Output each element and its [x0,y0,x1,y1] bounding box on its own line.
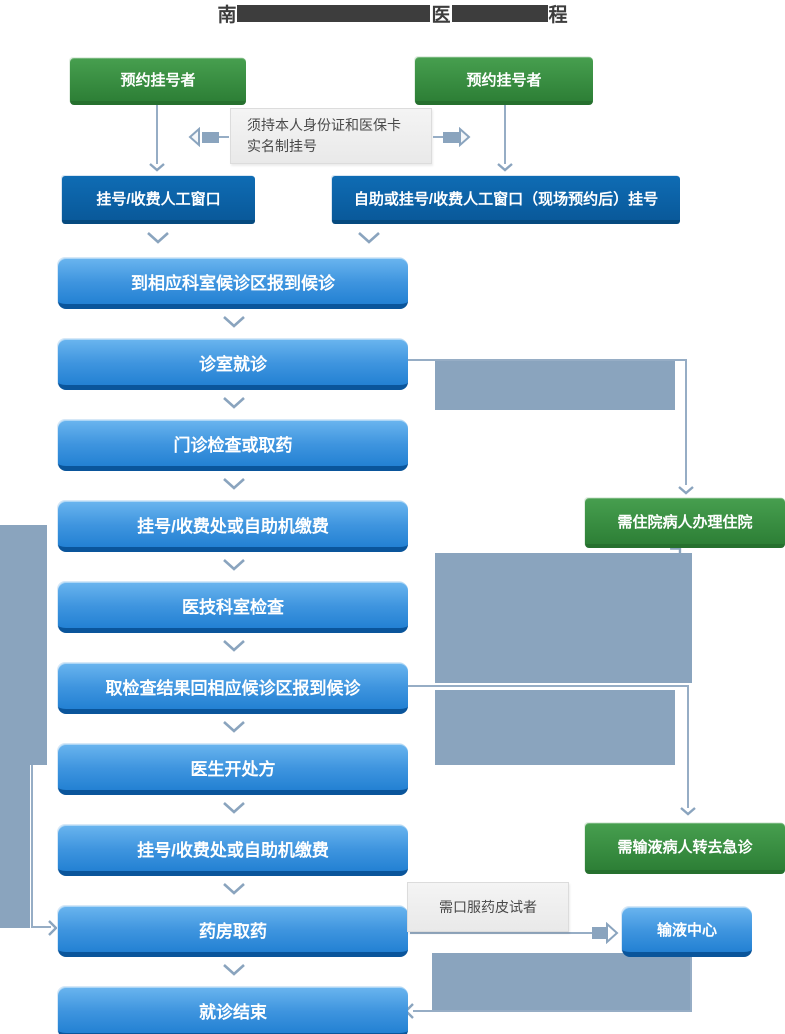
entry-right-label: 预约挂号者 [466,71,542,89]
flow-step-exam-or-medicine: 门诊检查或取药 [58,420,408,471]
slate-overlay-block [435,553,692,683]
redaction-bar [451,5,548,22]
admission-label: 需住院病人办理住院 [617,513,753,531]
oral-med-note-label: 需口服药皮试者 [439,899,537,915]
chevron-down-icon [222,882,246,896]
block-arrow-right-icon [458,127,471,147]
infusion-center-box: 输液中心 [622,907,752,957]
window-manual-label: 挂号/收费人工窗口 [96,190,221,208]
registration-note-line2: 实名制挂号 [247,138,317,154]
connector-line [31,765,33,928]
connector-line [31,926,51,928]
block-arrow-right-body [443,132,459,143]
infusion-transfer-box: 需输液病人转去急诊 [585,823,785,874]
flow-step-label: 到相应科室候诊区报到候诊 [131,273,335,293]
entry-box-reserved-left: 预约挂号者 [70,58,246,105]
chevron-down-icon [222,396,246,410]
connector-line [408,359,687,361]
block-arrow-right-body [592,927,606,939]
connector-line [413,1010,692,1012]
flow-step-label: 就诊结束 [199,1002,267,1022]
slate-overlay-block [432,953,690,1010]
connector-line [687,687,689,808]
chevron-down-icon [357,231,381,245]
arrow-down-icon [677,485,695,496]
window-box-manual: 挂号/收费人工窗口 [62,176,255,224]
slate-overlay-block [0,525,47,765]
entry-left-label: 预约挂号者 [120,72,196,89]
flow-step-return-results: 取检查结果回相应候诊区报到候诊 [58,663,408,714]
title-text-suffix: 程 [548,5,568,26]
chevron-down-icon [222,315,246,329]
flow-step-label: 诊室就诊 [199,354,267,374]
redaction-bar [237,5,431,22]
chevron-down-icon [222,558,246,572]
window-box-selfservice: 自助或挂号/收费人工窗口（现场预约后）挂号 [332,176,680,224]
chevron-down-icon [222,963,246,977]
infusion-transfer-label: 需输液病人转去急诊 [617,839,753,856]
chevron-down-icon [222,720,246,734]
connector-line [685,359,687,485]
slate-overlay-block [435,690,675,765]
block-arrow-right-icon [605,922,619,944]
flow-step-report-waiting-area: 到相应科室候诊区报到候诊 [58,258,408,309]
window-selfservice-label: 自助或挂号/收费人工窗口（现场预约后）挂号 [353,190,659,208]
chevron-down-icon [222,477,246,491]
connector-line [504,102,506,164]
title-text-mid: 医 [431,5,451,26]
connector-line [219,136,229,138]
block-arrow-left-body [202,132,219,143]
admission-box: 需住院病人办理住院 [585,498,785,548]
connector-line [433,136,443,138]
flow-step-label: 挂号/收费处或自助机缴费 [137,516,329,536]
flow-step-consultation: 诊室就诊 [58,339,408,390]
entry-box-reserved-right: 预约挂号者 [415,57,593,105]
connector-line [408,685,689,687]
connector-line [410,932,594,934]
flow-step-label: 取检查结果回相应候诊区报到候诊 [105,678,361,698]
flow-step-label: 医技科室检查 [182,597,284,617]
flow-step-end: 就诊结束 [58,987,408,1034]
slate-overlay-block [435,361,675,410]
registration-note: 须持本人身份证和医保卡 实名制挂号 [230,108,432,164]
chevron-down-icon [146,231,170,245]
flow-step-payment-1: 挂号/收费处或自助机缴费 [58,501,408,552]
block-arrow-left-icon [188,127,201,147]
slate-overlay-block [0,765,30,928]
flow-step-label: 药房取药 [199,921,267,941]
registration-note-line1: 须持本人身份证和医保卡 [247,117,401,133]
arrow-right-icon [47,919,58,937]
arrow-down-icon [679,806,697,817]
flow-step-payment-2: 挂号/收费处或自助机缴费 [58,825,408,876]
chevron-down-icon [222,801,246,815]
flow-step-medtech-exam: 医技科室检查 [58,582,408,633]
oral-med-note: 需口服药皮试者 [407,882,569,932]
arrow-down-icon [496,162,514,173]
page-title: 南 医 程 [0,0,785,27]
connector-line [690,952,692,1012]
flow-step-pharmacy: 药房取药 [58,906,408,957]
flow-step-label: 医生开处方 [190,759,276,779]
title-text-prefix: 南 [217,5,237,26]
flow-step-label: 挂号/收费处或自助机缴费 [137,840,329,860]
connector-line [156,102,158,164]
infusion-center-label: 输液中心 [656,922,717,939]
flow-step-prescription: 医生开处方 [58,744,408,795]
flow-step-label: 门诊检查或取药 [173,435,293,455]
arrow-down-icon [148,162,166,173]
chevron-down-icon [222,639,246,653]
